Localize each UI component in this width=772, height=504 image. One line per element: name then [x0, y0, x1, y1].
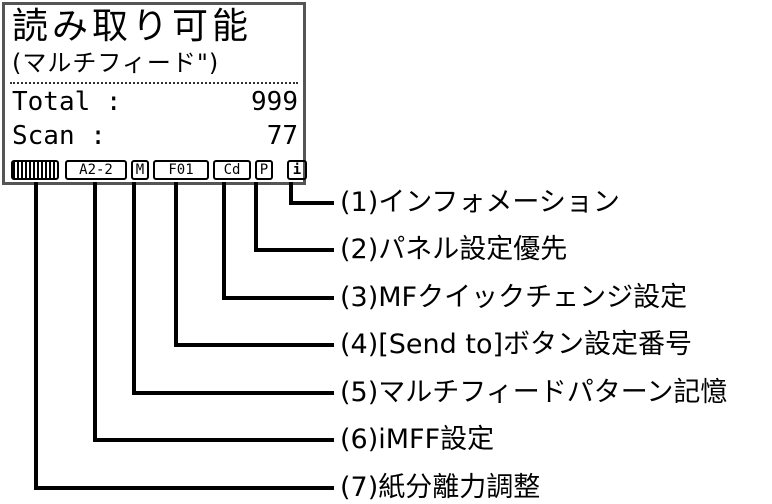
- information-icon: i: [287, 160, 307, 180]
- callout-paper-separation: (7)紙分離力調整: [340, 472, 541, 503]
- imff-icon: A2-2: [65, 160, 127, 180]
- leader-line-6: [93, 182, 334, 442]
- panel-priority-icon: P: [255, 160, 273, 180]
- scan-row: Scan : 77: [12, 121, 298, 151]
- total-value: 999: [251, 87, 298, 117]
- leader-line-5: [132, 182, 334, 395]
- total-label: Total :: [12, 87, 122, 117]
- scan-label: Scan :: [12, 121, 106, 151]
- leader-line-7: [34, 182, 334, 490]
- dotted-divider: [10, 82, 298, 84]
- status-icon-bar: A2-2 M F01 Cd P i: [11, 160, 307, 182]
- leader-line-3: [222, 182, 334, 300]
- callout-imff: (6)iMFF設定: [340, 424, 495, 455]
- callout-multifeed-memory: (5)マルチフィードパターン記憶: [340, 377, 728, 408]
- paper-separation-icon: [11, 160, 59, 180]
- lcd-panel: 読み取り可能 (マルチフィード") Total : 999 Scan : 77 …: [2, 2, 307, 185]
- multifeed-memory-icon: M: [131, 160, 149, 180]
- callout-send-to-number: (4)[Send to]ボタン設定番号: [340, 329, 693, 360]
- mf-quick-change-icon: Cd: [213, 160, 251, 180]
- mode-text: (マルチフィード"): [12, 49, 220, 77]
- callout-mf-quick-change: (3)MFクイックチェンジ設定: [340, 282, 688, 313]
- leader-line-1: [289, 182, 334, 205]
- leader-line-4: [174, 182, 334, 347]
- send-to-number-icon: F01: [153, 160, 209, 180]
- leader-line-2: [254, 182, 334, 252]
- scan-value: 77: [266, 121, 298, 151]
- callout-panel-priority: (2)パネル設定優先: [340, 234, 568, 265]
- callout-information: (1)インフォメーション: [340, 187, 620, 218]
- status-text: 読み取り可能: [12, 6, 253, 47]
- total-row: Total : 999: [12, 87, 298, 117]
